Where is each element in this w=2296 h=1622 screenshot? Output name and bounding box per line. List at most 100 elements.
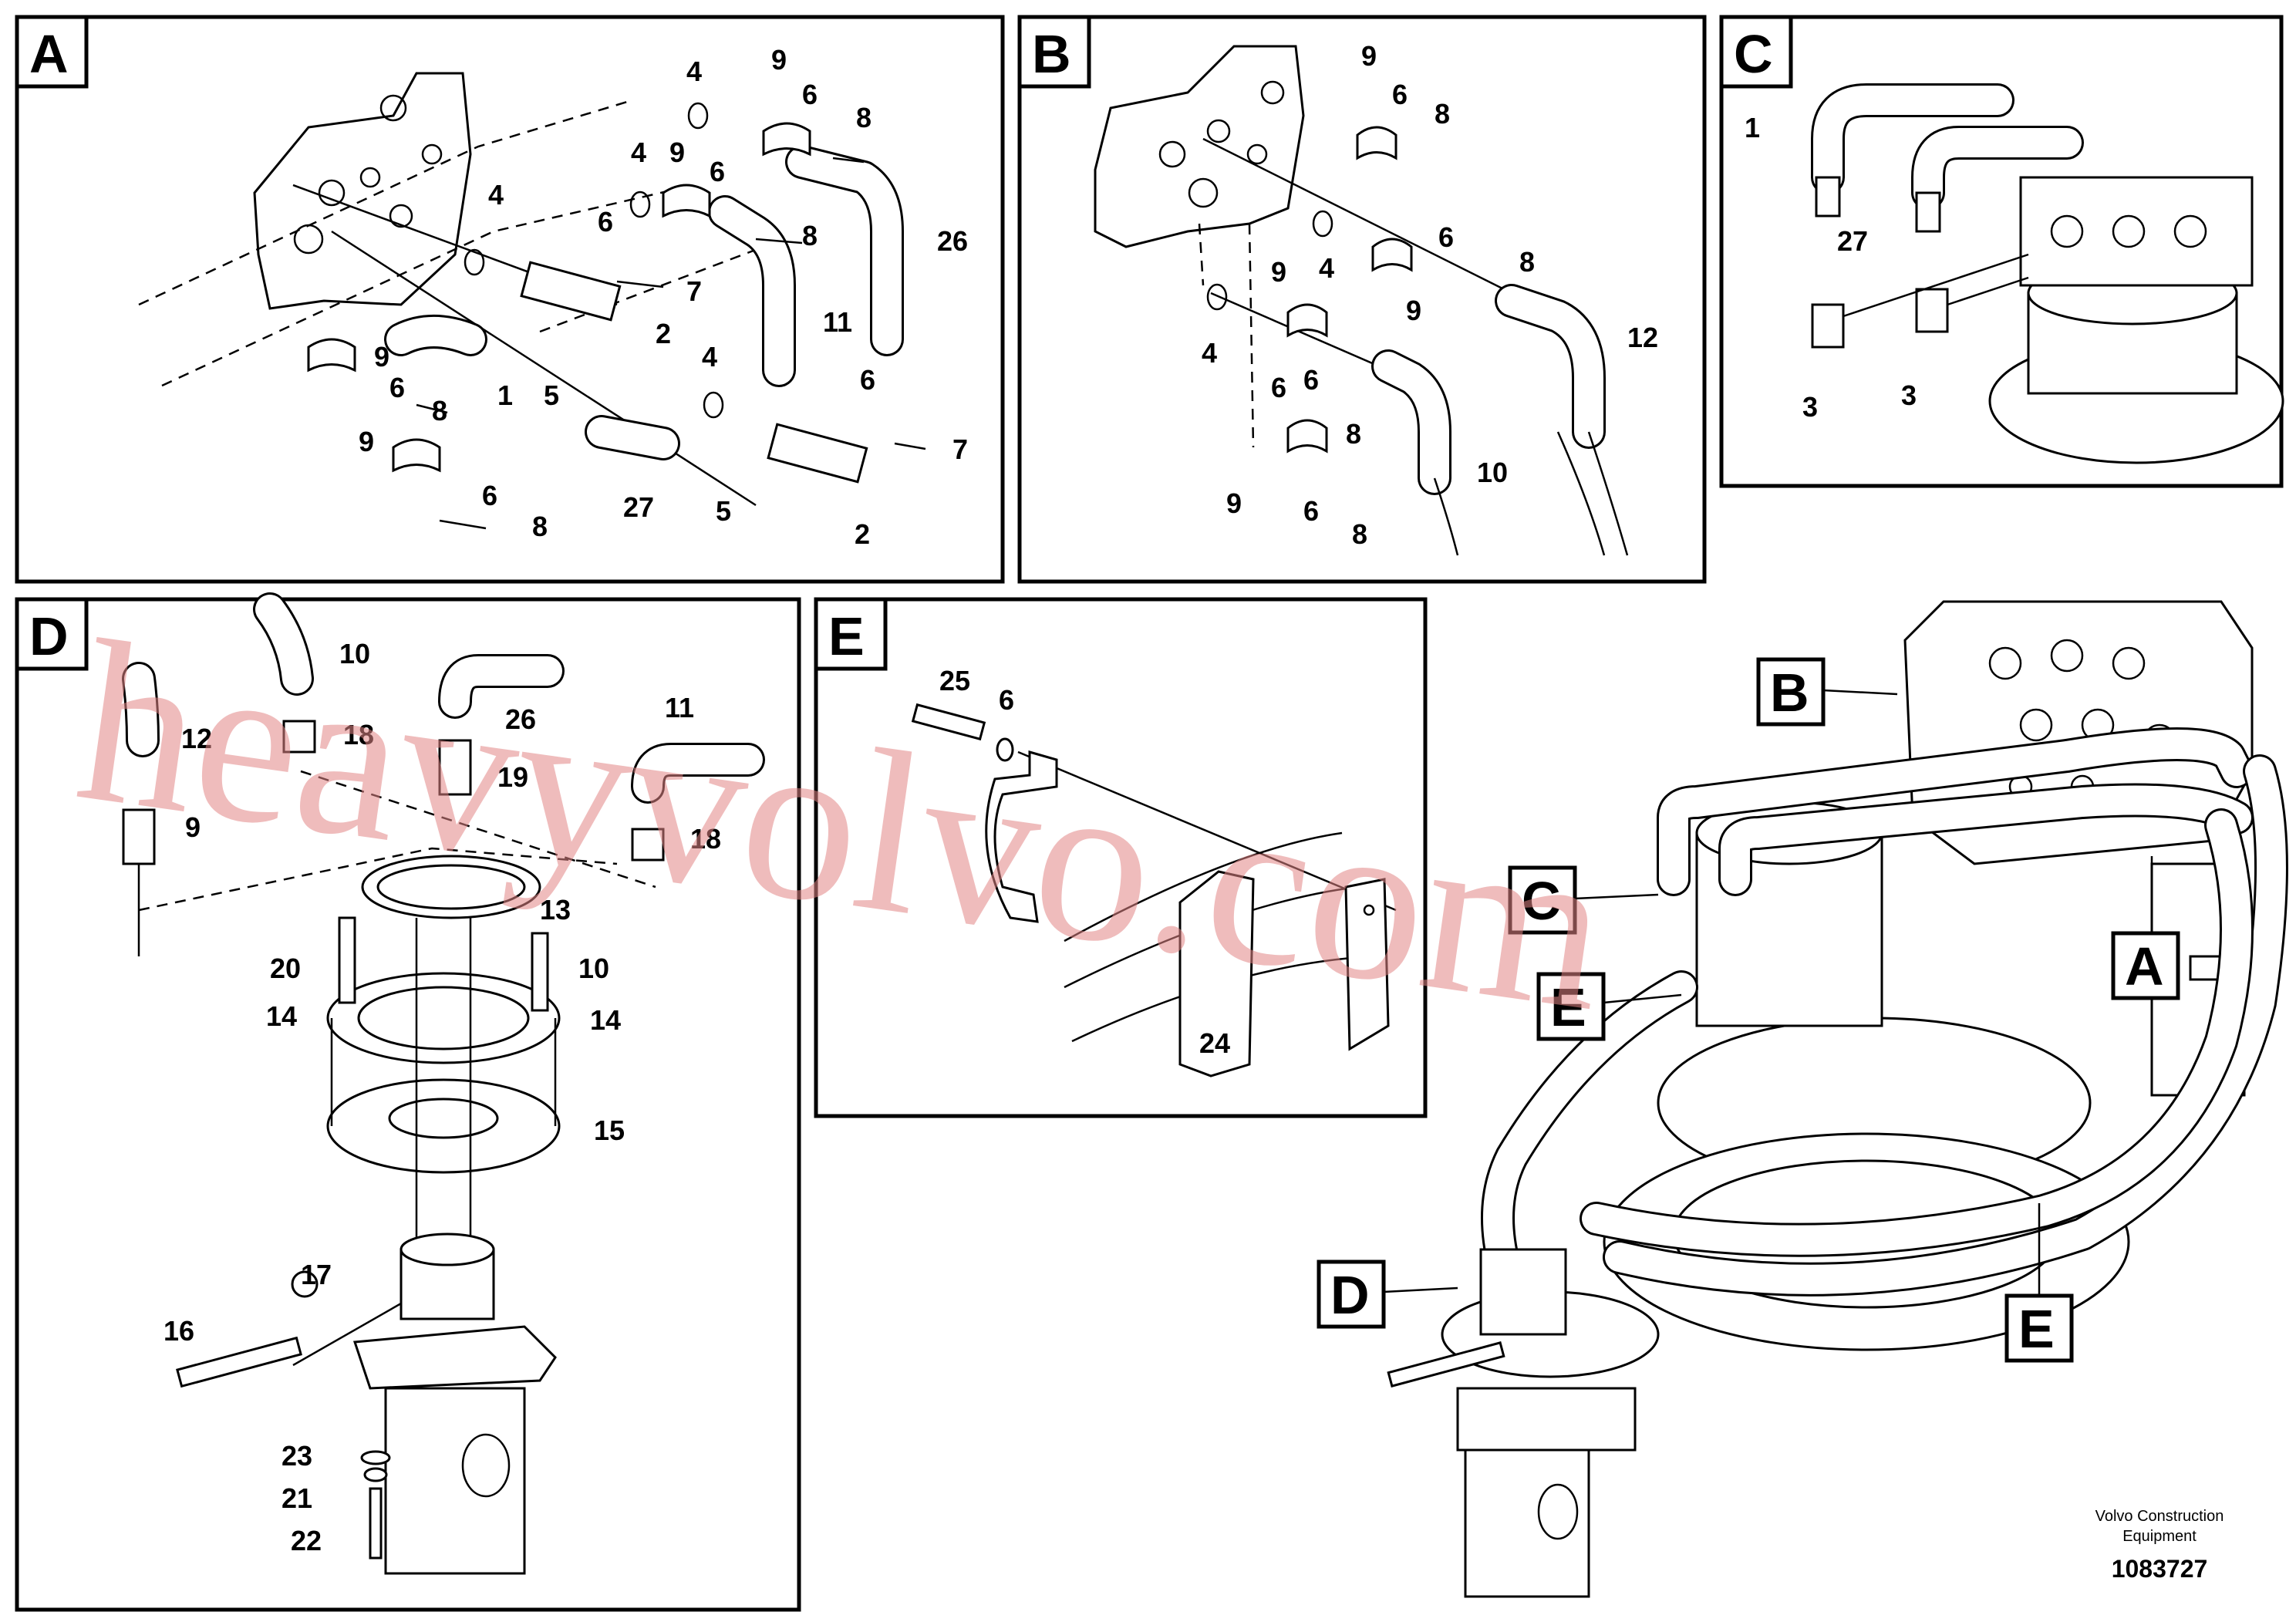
callout-d-26: 26 (505, 703, 536, 735)
callout-d-16: 16 (164, 1315, 194, 1347)
callout-a-26: 26 (937, 225, 968, 257)
callout-a-6e: 6 (860, 364, 875, 396)
bolt-25 (911, 703, 986, 741)
callout-a-8c: 8 (432, 395, 447, 427)
callout-b-8: 8 (1435, 98, 1450, 130)
callout-b-6c: 6 (1271, 372, 1286, 403)
callout-a-8d: 8 (532, 511, 548, 542)
overview-assembly: B C A E D E (1317, 600, 2288, 1598)
callout-c-27: 27 (1837, 225, 1868, 257)
callout-d-12: 12 (181, 723, 212, 754)
callouts-e: 25 6 24 (939, 665, 1230, 1059)
callout-d-13: 13 (540, 894, 571, 926)
panel-d-letter: D (29, 606, 69, 666)
callout-a-2b: 2 (855, 518, 870, 550)
panel-e: E 25 6 24 (814, 597, 1428, 1118)
callout-a-4d: 4 (702, 341, 717, 373)
callout-a-6b: 6 (710, 156, 725, 187)
overview-label-b-box: B (1756, 657, 1898, 727)
footer-company-line1: Volvo Construction (2095, 1508, 2224, 1525)
callout-a-9b: 9 (669, 137, 685, 168)
callout-a-4: 4 (686, 56, 702, 87)
callout-b-12: 12 (1627, 322, 1658, 353)
callout-d-11: 11 (665, 692, 694, 723)
callouts-c: 1 27 3 3 (1745, 112, 1917, 423)
callout-e-25: 25 (939, 665, 970, 696)
callout-a-8: 8 (856, 102, 872, 133)
callout-b-6b: 6 (1438, 221, 1454, 253)
callouts-a: 4 9 6 8 4 9 6 8 4 6 7 2 26 11 9 6 8 1 5 … (359, 44, 968, 550)
callout-a-11: 11 (823, 306, 852, 338)
callout-a-1: 1 (497, 379, 513, 411)
callout-b-6: 6 (1392, 79, 1408, 110)
callout-a-2: 2 (656, 318, 671, 349)
callout-d-22: 22 (291, 1525, 322, 1556)
panel-a-letter: A (29, 24, 69, 84)
callout-d-23: 23 (282, 1440, 312, 1472)
callout-a-7b: 7 (952, 433, 968, 465)
callout-d-18: 18 (343, 719, 374, 750)
callout-b-9c: 9 (1271, 256, 1286, 288)
callout-b-10: 10 (1477, 457, 1508, 488)
overview-label-e-top-box: E (1536, 972, 1682, 1041)
callout-e-6: 6 (999, 684, 1014, 716)
callouts-d: 10 12 18 26 19 11 9 18 13 20 10 14 14 15… (164, 638, 721, 1556)
callout-a-27: 27 (623, 491, 654, 523)
overview-label-e-top: E (1550, 977, 1586, 1037)
callout-a-4c: 4 (488, 179, 504, 211)
panel-e-letter: E (828, 606, 865, 666)
overview-label-d: D (1330, 1265, 1370, 1325)
callout-b-6d: 6 (1303, 364, 1319, 396)
callout-e-24: 24 (1199, 1027, 1230, 1059)
footer-company-line2: Equipment (2122, 1528, 2197, 1545)
callout-a-8b: 8 (802, 220, 818, 251)
callout-b-8c: 8 (1346, 418, 1361, 450)
callouts-b: 9 6 8 4 6 8 9 4 9 6 8 12 6 10 9 6 8 (1202, 40, 1658, 550)
panel-b-letter: B (1032, 24, 1071, 84)
overview-label-c-box: C (1508, 865, 1659, 935)
callout-d-20: 20 (270, 953, 301, 984)
callout-c-3: 3 (1802, 391, 1818, 423)
footer: Volvo Construction Equipment 1083727 (2095, 1508, 2224, 1583)
valve-block-a (253, 72, 472, 310)
overview-label-a: A (2125, 936, 2164, 996)
callout-a-9c: 9 (374, 341, 389, 373)
callout-d-19: 19 (497, 761, 528, 793)
overview-label-e-bottom-box: E (2004, 1203, 2074, 1363)
callout-d-17: 17 (301, 1259, 332, 1290)
callout-c-1: 1 (1745, 112, 1760, 143)
callout-a-5b: 5 (716, 495, 731, 527)
panel-c-letter: C (1734, 24, 1773, 84)
callout-d-14b: 14 (590, 1004, 621, 1036)
footer-drawing-number: 1083727 (2112, 1555, 2208, 1583)
callout-b-9b: 9 (1406, 295, 1421, 326)
callout-d-10: 10 (339, 638, 370, 669)
callout-a-6d: 6 (389, 372, 405, 403)
callout-a-9: 9 (771, 44, 787, 76)
callout-a-6: 6 (802, 79, 818, 110)
callout-a-6c: 6 (598, 206, 613, 238)
callout-a-9d: 9 (359, 426, 374, 457)
overview-label-a-box: A (2111, 856, 2180, 1000)
callout-a-4b: 4 (631, 137, 646, 168)
callout-d-18b: 18 (690, 823, 721, 855)
callout-b-4: 4 (1319, 252, 1334, 284)
callout-b-8b: 8 (1519, 246, 1535, 278)
callout-d-9: 9 (185, 811, 201, 843)
callout-b-8d: 8 (1352, 518, 1367, 550)
callout-a-5: 5 (544, 379, 559, 411)
panel-d: D (15, 592, 801, 1612)
overview-label-b: B (1770, 663, 1809, 723)
callout-a-7: 7 (686, 275, 702, 307)
callout-d-15: 15 (594, 1114, 625, 1146)
overview-label-c: C (1522, 871, 1561, 931)
callout-d-10b: 10 (578, 953, 609, 984)
callout-d-14: 14 (266, 1000, 297, 1032)
callout-b-9: 9 (1361, 40, 1377, 72)
overview-label-e-bottom: E (2018, 1299, 2055, 1359)
overview-label-d-box: D (1317, 1259, 1458, 1329)
callout-b-9d: 9 (1226, 487, 1242, 519)
clamp-bracket (985, 750, 1058, 923)
callout-b-6e: 6 (1303, 495, 1319, 527)
